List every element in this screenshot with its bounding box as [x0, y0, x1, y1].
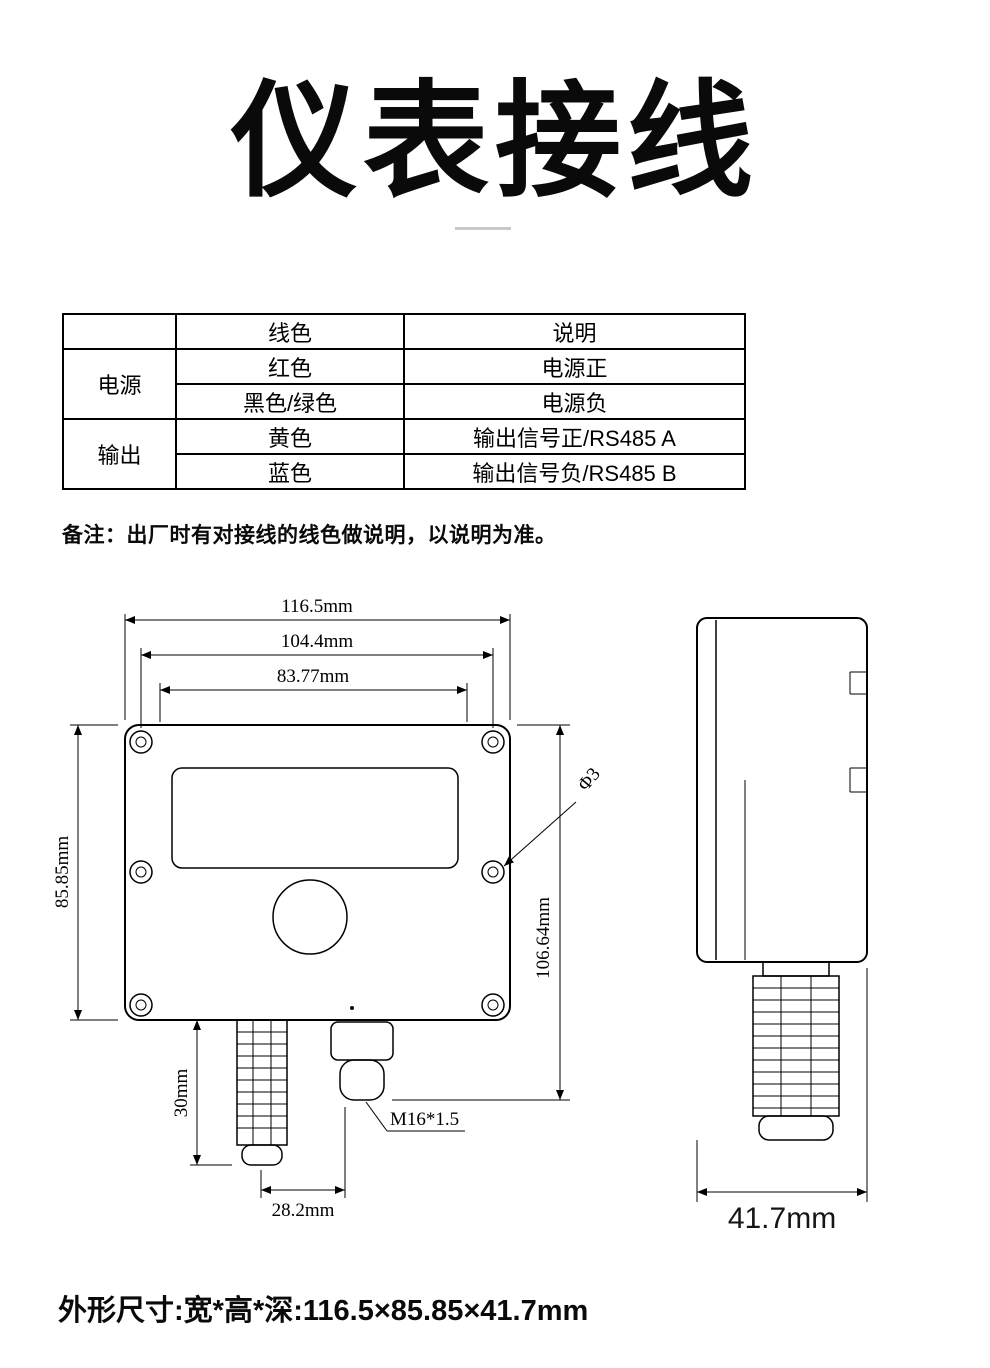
dim-width-inner: 83.77mm [159, 666, 468, 722]
table-row: 黑色/绿色 电源负 [63, 383, 746, 420]
device-body-side [696, 617, 868, 963]
wire-desc-cell: 电源负 [403, 383, 746, 420]
dim-width-outer: 116.5mm [124, 596, 511, 720]
overall-dimensions-text: 外形尺寸:宽*高*深:116.5×85.85×41.7mm [58, 1295, 589, 1327]
table-corner-cell [62, 313, 177, 350]
dimension-drawing: 116.5mm 104.4mm 83.77mm 85.85mm [0, 580, 990, 1275]
side-clips [849, 671, 866, 793]
wire-desc-cell: 输出信号负/RS485 B [403, 453, 746, 490]
group-label-power: 电源 [62, 348, 177, 420]
group-label-output: 输出 [62, 418, 177, 490]
gland-thread-label: M16*1.5 [390, 1109, 459, 1130]
wire-desc-cell: 输出信号正/RS485 A [403, 418, 746, 455]
hole-dia-label: Φ3 [574, 764, 605, 795]
dim-width-outer-label: 116.5mm [281, 596, 353, 617]
wire-color-cell: 蓝色 [175, 453, 405, 490]
dim-width-inner-label: 83.77mm [277, 666, 350, 687]
wiring-table: 线色 说明 电源 红色 电源正 黑色/绿色 电源负 输出 黄色 输出信号正/RS… [62, 313, 746, 490]
table-row: 蓝色 输出信号负/RS485 B [63, 453, 746, 490]
dim-height-right: 106.64mm [392, 724, 570, 1101]
dim-probe-offset-label: 28.2mm [272, 1200, 335, 1221]
dim-depth: 41.7mm [696, 968, 868, 1235]
pilot-dot [350, 1006, 354, 1010]
front-view: 116.5mm 104.4mm 83.77mm 85.85mm [52, 596, 605, 1221]
dim-probe-offset: 28.2mm [260, 1107, 346, 1221]
side-view: 41.7mm [696, 617, 868, 1235]
table-header-desc: 说明 [403, 313, 746, 350]
wire-color-cell: 黄色 [175, 418, 405, 455]
wire-color-cell: 红色 [175, 348, 405, 385]
dim-width-mid-label: 104.4mm [281, 631, 354, 652]
remark-note: 备注：出厂时有对接线的线色做说明，以说明为准。 [62, 524, 557, 547]
wire-desc-cell: 电源正 [403, 348, 746, 385]
callout-gland-thread: M16*1.5 [365, 1101, 465, 1132]
dim-height-left-label: 85.85mm [52, 836, 73, 909]
device-body-front [124, 724, 511, 1021]
dim-depth-label: 41.7mm [728, 1202, 836, 1235]
table-row: 线色 说明 [62, 313, 746, 350]
probe-front [236, 1019, 288, 1166]
table-row: 电源 红色 电源正 [62, 348, 746, 420]
mounting-screws [129, 730, 505, 1017]
cable-gland [330, 1021, 394, 1101]
callout-hole-dia: Φ3 [503, 764, 605, 867]
probe-side [752, 961, 840, 1141]
dim-height-left: 85.85mm [52, 724, 118, 1021]
display-window [171, 767, 459, 869]
dim-probe-length-label: 30mm [171, 1069, 192, 1118]
dim-height-right-label: 106.64mm [533, 897, 554, 979]
table-row: 输出 黄色 输出信号正/RS485 A [62, 418, 746, 490]
page-title: 仪表接线 [231, 71, 759, 212]
technical-drawing-svg: 116.5mm 104.4mm 83.77mm 85.85mm [52, 596, 868, 1235]
title-underline [455, 227, 511, 230]
dim-width-mid: 104.4mm [140, 631, 494, 728]
wire-color-cell: 黑色/绿色 [175, 383, 405, 420]
front-sensor-circle [272, 879, 348, 955]
dim-probe-length: 30mm [171, 1020, 232, 1166]
table-header-color: 线色 [175, 313, 405, 350]
